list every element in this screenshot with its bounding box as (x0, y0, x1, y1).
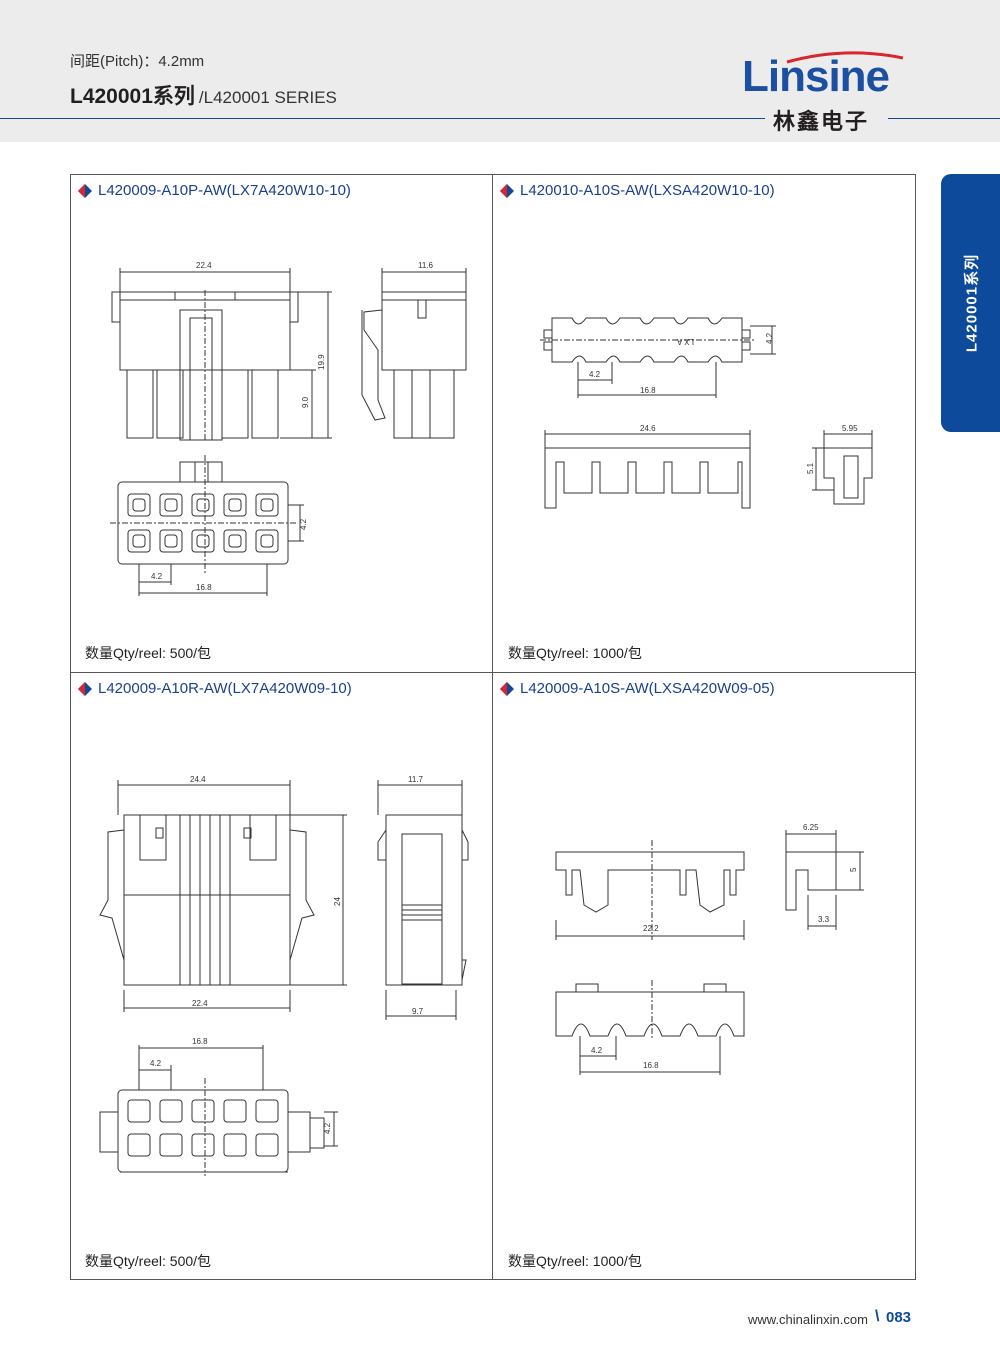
cell-3-title: L420009-A10R-AW(LX7A420W09-10) (78, 680, 352, 697)
side-series-tab: L420001系列 (941, 174, 1000, 432)
series-title-main: L420001系列 (70, 85, 195, 108)
cell-2-top-view (540, 317, 776, 398)
cell-3-bottom-view (99, 1045, 338, 1176)
brand-chinese-name: 林鑫电子 (773, 109, 870, 134)
dim-label: 24 (333, 897, 342, 906)
dim-label: 16.8 (196, 583, 212, 592)
header-rule-right (888, 118, 1000, 119)
footer-url: www.chinalinxin.com (748, 1312, 868, 1327)
dim-label: 5 (849, 867, 858, 872)
header-rule (0, 118, 765, 119)
cell-3-front-view (99, 780, 347, 1012)
dim-label: 11.7 (408, 775, 424, 784)
cell-1-title-text: L420009-A10P-AW(LX7A420W10-10) (98, 182, 351, 199)
cell-2-title-text: L420010-A10S-AW(LXSA420W10-10) (520, 182, 775, 199)
dim-label: 4.2 (765, 332, 774, 344)
series-title-sub: /L420001 SERIES (198, 88, 337, 107)
dim-label: 22.4 (196, 261, 212, 270)
page-number: 083 (886, 1309, 912, 1326)
dim-label: 4.2 (151, 572, 163, 581)
cell-4-title: L420009-A10S-AW(LXSA420W09-05) (500, 680, 775, 697)
dim-label: 4.2 (299, 518, 308, 530)
cell-4-qty: 数量Qty/reel: 1000/包 (508, 1253, 642, 1269)
diamond-bullet-icon (78, 681, 92, 696)
dim-label: 22.4 (192, 999, 208, 1008)
footer-separator: \ (875, 1308, 880, 1325)
dim-label: 11.6 (418, 261, 434, 270)
dim-label: 19.9 (317, 354, 326, 370)
diamond-bullet-icon (500, 681, 514, 696)
brand-swoosh-icon (786, 51, 904, 64)
dim-label: 4.2 (323, 1122, 332, 1134)
cell-4-title-text: L420009-A10S-AW(LXSA420W09-05) (520, 680, 775, 697)
cell-4-bottom-view (555, 980, 745, 1075)
diamond-bullet-icon (78, 183, 92, 198)
cell-3-title-text: L420009-A10R-AW(LX7A420W09-10) (98, 680, 352, 697)
cell-1-bottom-view (110, 455, 304, 596)
dim-label: 6.25 (803, 823, 819, 832)
brand-logo: Linsine (742, 52, 890, 101)
cell-3-qty: 数量Qty/reel: 500/包 (85, 1253, 212, 1269)
cell-4-front-view (555, 840, 745, 940)
cell-2-title: L420010-A10S-AW(LXSA420W10-10) (500, 182, 775, 199)
cell-2-front-view (544, 430, 751, 509)
dim-label: 4.2 (591, 1046, 603, 1055)
dim-label: 24.6 (640, 424, 656, 433)
dim-label: 22.2 (643, 924, 659, 933)
cell-1-title: L420009-A10P-AW(LX7A420W10-10) (78, 182, 351, 199)
diamond-bullet-icon (500, 183, 514, 198)
grid-horizontal-divider (70, 672, 916, 673)
dim-label: 16.8 (640, 386, 656, 395)
cell-1-front-view (111, 290, 299, 441)
cell-1-side-view (361, 268, 467, 439)
product-grid (70, 174, 916, 1280)
cell-1-qty: 数量Qty/reel: 500/包 (85, 645, 212, 661)
dim-label: 24.4 (190, 775, 206, 784)
grid-vertical-divider (492, 174, 493, 1280)
dim-label: 4.2 (589, 370, 601, 379)
dim-label: 4.2 (150, 1059, 162, 1068)
cell-3-side-view (377, 780, 469, 1020)
dim-label: 5.95 (842, 424, 858, 433)
retainer-marking: LX A (676, 337, 694, 346)
series-title: L420001系列/L420001 SERIES (70, 80, 337, 110)
dim-label: 9.0 (301, 396, 310, 408)
dim-label: 9.7 (412, 1007, 424, 1016)
dim-label: 16.8 (643, 1061, 659, 1070)
pitch-label: 间距(Pitch)：4.2mm (70, 53, 205, 70)
dim-label: 16.8 (192, 1037, 208, 1046)
page-header: 间距(Pitch)：4.2mm L420001系列/L420001 SERIES… (0, 0, 1000, 142)
cell-2-qty: 数量Qty/reel: 1000/包 (508, 645, 642, 661)
dimension-labels: 22.4 11.6 19.9 9.0 4.2 4.2 16.8 4.2 4.2 … (150, 261, 858, 1134)
cell-4-side-view (785, 830, 864, 930)
cell-2-side-view (812, 430, 873, 505)
dim-label: 3.3 (818, 915, 830, 924)
cell-1-dim-lines (119, 268, 332, 439)
dim-label: 5.1 (806, 462, 815, 474)
